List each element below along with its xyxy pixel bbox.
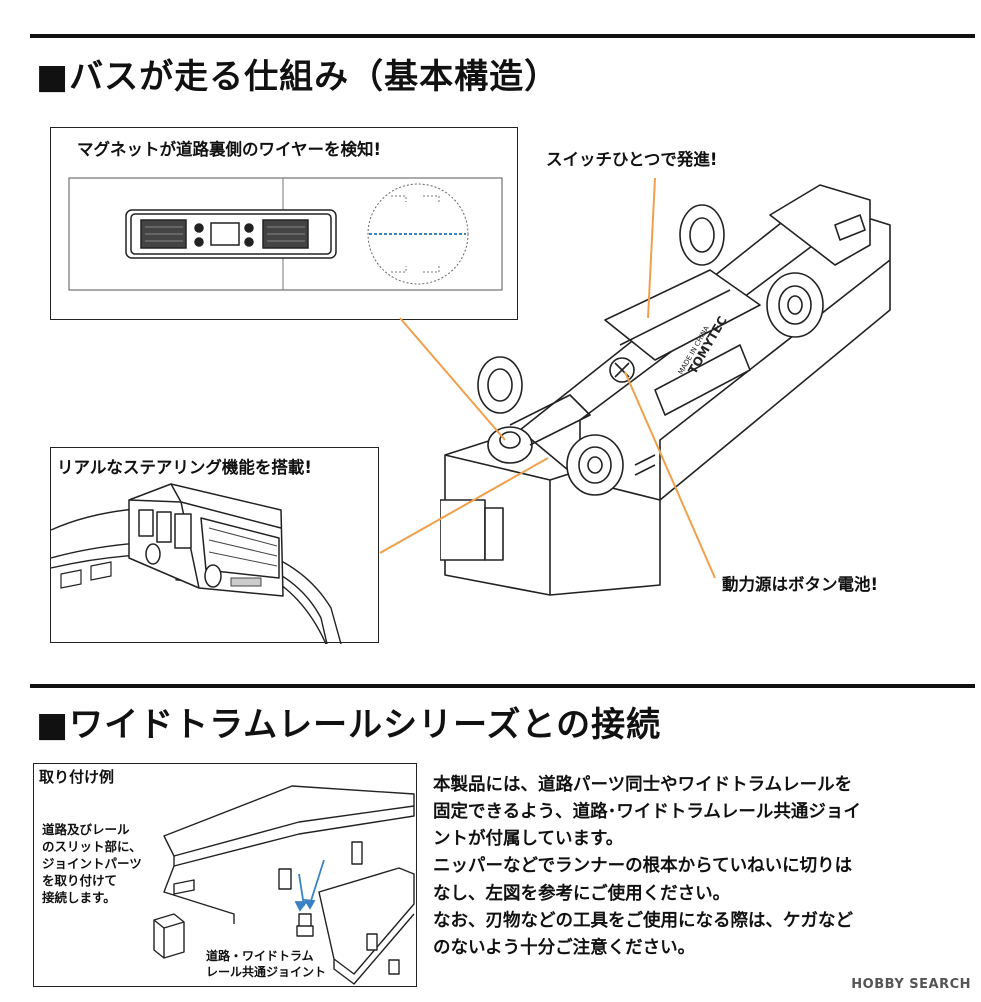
middle-divider <box>30 684 975 688</box>
example-note-line-4: を取り付けて <box>42 872 118 888</box>
example-panel: 取り付け例 道路及びレール のスリット部に、 ジョイントパーツ を取り付けて 接… <box>33 763 417 987</box>
steering-panel: リアルなステアリング機能を搭載! <box>50 447 379 644</box>
switch-callout: スイッチひとつで発進! <box>546 150 718 169</box>
description-line-6: なお、刃物などの工具をご使用になる際は、ケガなど <box>433 910 853 931</box>
description-line-2: 固定できるよう、道路･ワイドトラムレール共通ジョイ <box>433 802 861 823</box>
example-note: 道路及びレール のスリット部に、 ジョイントパーツ を取り付けて 接続します。 <box>42 822 142 906</box>
power-callout: 動力源はボタン電池! <box>722 575 879 594</box>
description-line-7: のないよう十分ご注意ください。 <box>433 937 696 958</box>
chassis-illustration: TOMYTEC MADE IN CHINA <box>440 184 891 596</box>
joint-label-line-1: 道路・ワイドトラム <box>206 949 314 963</box>
magnet-panel: マグネットが道路裏側のワイヤーを検知! <box>50 127 518 320</box>
example-note-line-2: のスリット部に、 <box>42 838 142 854</box>
magnet-callout: マグネットが道路裏側のワイヤーを検知! <box>77 140 382 159</box>
example-note-line-1: 道路及びレール <box>42 822 130 837</box>
joint-installation-illustration <box>153 785 415 985</box>
description-line-5: なし、左図を参考にご使用ください。 <box>433 883 731 904</box>
bus-on-road-illustration <box>51 483 342 644</box>
example-note-line-5: 接続します。 <box>42 889 116 905</box>
section-title-connection: ■ワイドトラムレールシリーズとの接続 <box>36 705 662 745</box>
top-divider <box>30 34 975 38</box>
steering-callout: リアルなステアリング機能を搭載! <box>57 458 312 477</box>
example-title: 取り付け例 <box>39 768 115 786</box>
description-line-4: ニッパーなどでランナーの根本からていねいに切りは <box>433 856 853 877</box>
road-magnet-illustration <box>68 177 503 291</box>
section-title-mechanism: ■バスが走る仕組み（基本構造） <box>36 57 560 97</box>
watermark: HOBBY SEARCH <box>851 977 971 992</box>
joint-label-line-2: レール共通ジョイント <box>206 964 327 979</box>
description-line-3: ントが付属しています。 <box>433 829 624 850</box>
connection-description: 本製品には、道路パーツ同士やワイドトラムレールを 固定できるよう、道路･ワイドト… <box>433 772 973 962</box>
example-note-line-3: ジョイントパーツ <box>42 855 142 871</box>
joint-label: 道路・ワイドトラム レール共通ジョイント <box>206 949 326 980</box>
description-line-1: 本製品には、道路パーツ同士やワイドトラムレールを <box>433 775 853 795</box>
